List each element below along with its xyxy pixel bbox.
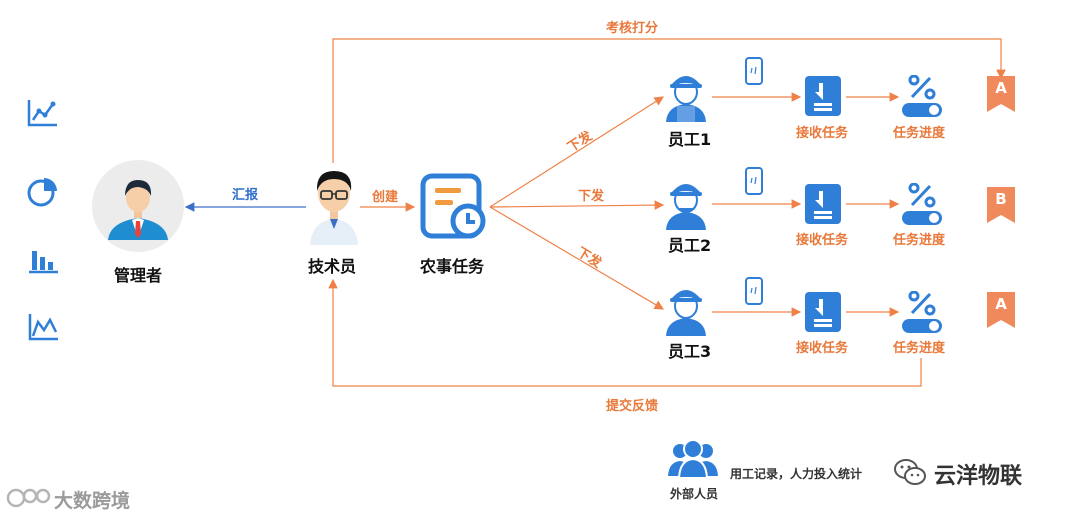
phone-icon: [745, 167, 763, 195]
external-note: 用工记录，人力投入统计: [730, 467, 863, 481]
worker2-avatar: [666, 184, 706, 230]
report-label: 汇报: [232, 188, 259, 203]
external-label: 外部人员: [670, 487, 719, 501]
external-people-icon: [668, 439, 718, 478]
progress-label-3: 任务进度: [893, 341, 946, 356]
progress-label-2: 任务进度: [893, 233, 946, 248]
feedback-label: 提交反馈: [606, 399, 659, 414]
area-chart-icon: [28, 314, 58, 341]
evaluate-label: 考核打分: [606, 21, 659, 36]
receive-task-icon: [805, 292, 841, 332]
worker3-avatar: [666, 290, 706, 336]
grade-badge-2: B: [987, 187, 1015, 223]
worker1-avatar: [666, 76, 706, 122]
farm-task-icon: [420, 173, 486, 239]
dispatch-label-2: 下发: [578, 189, 605, 204]
worker1-label: 员工1: [668, 130, 712, 149]
manager-avatar: [92, 160, 184, 252]
receive-task-icon: [805, 76, 841, 116]
progress-icon: [902, 75, 942, 117]
phone-icon: [745, 277, 763, 305]
progress-icon: [902, 183, 942, 225]
feedback-line: [328, 278, 922, 387]
progress-icon: [902, 291, 942, 333]
bar-chart-icon: [29, 251, 58, 274]
grade-badge-3: A: [987, 292, 1015, 328]
dispatch-line-2: [489, 200, 665, 210]
receive-task-icon: [805, 184, 841, 224]
phone-icon: [745, 57, 763, 85]
evaluate-line: [332, 38, 1006, 163]
grade-badge-1: A: [987, 76, 1015, 112]
watermark-right: 云洋物联: [934, 464, 1023, 489]
dispatch-line-1: [489, 96, 665, 208]
dispatch-line-3: [489, 206, 665, 310]
farm-task-label: 农事任务: [420, 257, 485, 276]
receive-label-2: 接收任务: [796, 233, 849, 248]
watermark-logo-icon: [6, 488, 51, 508]
line-chart-icon: [27, 100, 57, 127]
pie-chart-icon: [27, 178, 57, 207]
progress-label-1: 任务进度: [893, 126, 946, 141]
worker2-label: 员工2: [668, 236, 712, 255]
create-label: 创建: [372, 190, 399, 205]
manager-label: 管理者: [114, 266, 163, 285]
watermark-left: 大数跨境: [54, 490, 131, 512]
wechat-icon: [894, 459, 926, 485]
receive-label-3: 接收任务: [796, 341, 849, 356]
receive-label-1: 接收任务: [796, 126, 849, 141]
technician-avatar: [310, 171, 358, 245]
technician-label: 技术员: [308, 257, 357, 276]
worker3-label: 员工3: [668, 342, 712, 361]
